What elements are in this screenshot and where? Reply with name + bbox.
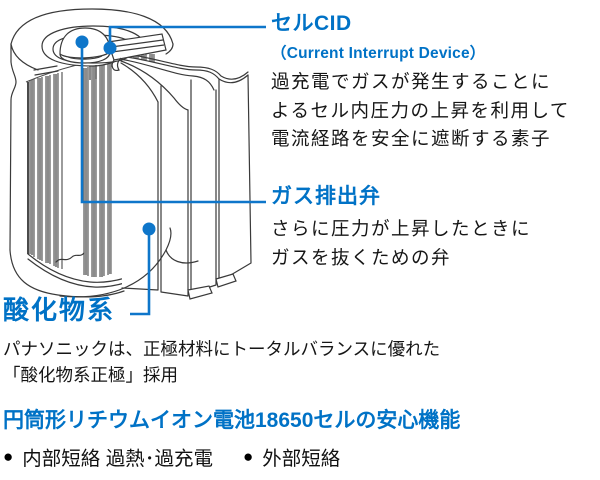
oxide-title: 酸化物系 xyxy=(3,295,116,325)
footer-section: 円筒形リチウムイオン電池18650セルの安心機能 ● 内部短絡 過熱･過充電 ●… xyxy=(3,408,593,471)
footer-bullet-list: ● 内部短絡 過熱･過充電 ● 外部短絡 xyxy=(3,442,593,471)
vent-description: さらに圧力が上昇したときに ガスを抜くための弁 xyxy=(271,215,597,272)
cid-title: セルCID xyxy=(271,12,352,35)
cid-line-2: よるセル内圧力の上昇を利用して xyxy=(271,99,570,121)
bullet-icon: ● xyxy=(3,446,14,466)
footer-item-external-short: ● 外部短絡 xyxy=(243,442,340,471)
cid-tab-lines xyxy=(89,65,97,80)
bullet-icon: ● xyxy=(242,446,254,466)
cid-connector-line xyxy=(108,25,266,48)
oxide-connector-line xyxy=(130,229,151,316)
footer-title: 円筒形リチウムイオン電池18650セルの安心機能 xyxy=(3,409,461,432)
vent-line-1: さらに圧力が上昇したときに xyxy=(271,218,532,240)
callout-connectors xyxy=(80,25,266,316)
callout-oxide-cathode: 酸化物系 パナソニックは、正極材料にトータルバランスに優れた 「酸化物系正極」採… xyxy=(3,296,563,389)
cid-line-3: 電流経路を安全に遮断する素子 xyxy=(271,128,552,150)
cid-subtitle: （Current Interrupt Device） xyxy=(271,45,486,63)
cid-line-1: 過充電でガスが発生することに xyxy=(271,71,552,93)
footer-item-label: 外部短絡 xyxy=(262,448,341,471)
peeled-sheets xyxy=(119,52,252,300)
oxide-line-2: 「酸化物系正極」採用 xyxy=(3,365,178,386)
oxide-cathode-dot xyxy=(142,222,156,236)
oxide-description: パナソニックは、正極材料にトータルバランスに優れた 「酸化物系正極」採用 xyxy=(3,336,563,389)
callout-gas-vent: ガス排出弁 さらに圧力が上昇したときに ガスを抜くための弁 xyxy=(271,185,597,272)
vent-line-2: ガスを抜くための弁 xyxy=(271,246,452,268)
cap-cut-face xyxy=(107,33,167,71)
vent-connector-line xyxy=(80,42,266,204)
gas-vent-dot xyxy=(75,35,89,49)
oxide-line-1: パナソニックは、正極材料にトータルバランスに優れた xyxy=(3,338,441,359)
cid-description: 過充電でガスが発生することに よるセル内圧力の上昇を利用して 電流経路を安全に遮… xyxy=(271,68,597,154)
callout-cell-cid: セルCID （Current Interrupt Device） 過充電でガスが… xyxy=(271,12,597,154)
callout-dots xyxy=(75,35,156,236)
vent-title: ガス排出弁 xyxy=(271,185,381,208)
footer-item-internal-short: ● 内部短絡 過熱･過充電 xyxy=(3,442,213,471)
footer-item-label: 内部短絡 過熱･過充電 xyxy=(22,448,213,471)
peeled-wrapper-curl xyxy=(59,227,199,298)
cell-cid-dot xyxy=(103,41,117,55)
peeled-sheets-fill xyxy=(120,56,251,296)
